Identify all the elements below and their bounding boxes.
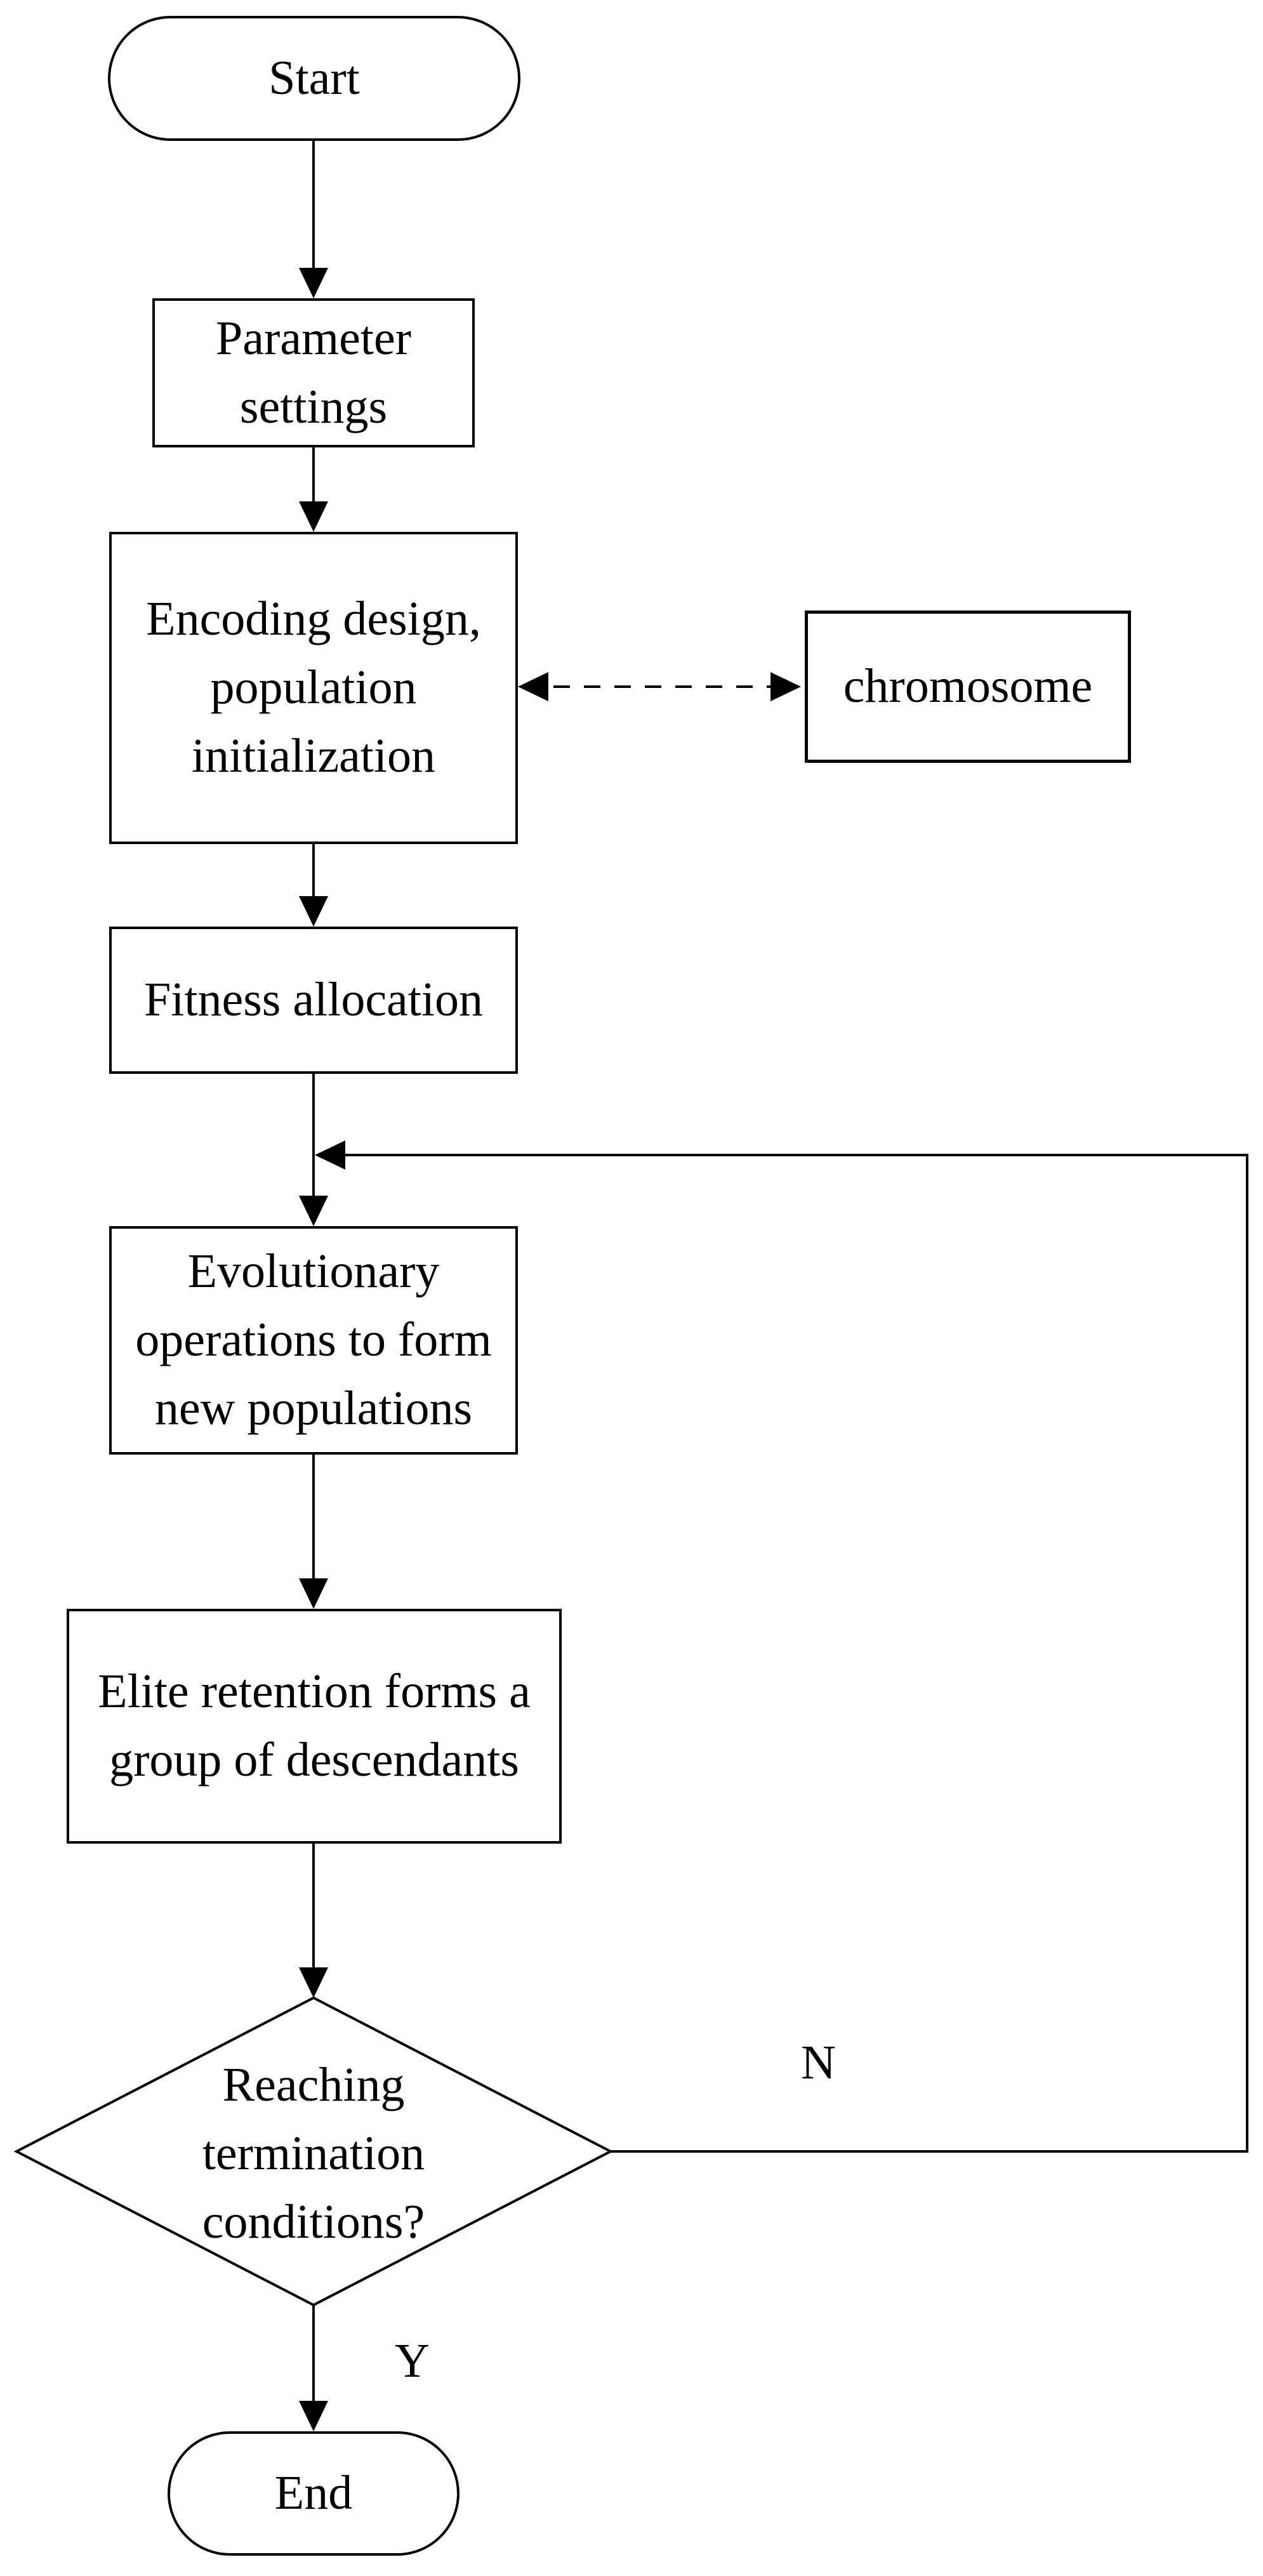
elite-retention-label: Elite retention forms a group of descend… <box>98 1665 531 1787</box>
loop-back-bottom-line <box>608 2150 1248 2153</box>
arrowhead-down-icon <box>299 1196 328 1226</box>
arrowhead-left-icon <box>315 1140 345 1170</box>
start-terminator: Start <box>108 16 520 141</box>
chromosome-box: chromosome <box>805 611 1131 763</box>
fitness-allocation-label: Fitness allocation <box>143 973 484 1027</box>
arrowhead-left-icon <box>518 672 548 701</box>
end-label: End <box>274 2466 353 2520</box>
start-label: Start <box>268 51 360 105</box>
arrowhead-down-icon <box>299 501 328 532</box>
dashed-connector-encoding-chromosome <box>553 685 770 688</box>
connector-evolutionary-to-elite <box>312 1455 315 1578</box>
parameter-settings-label: Parameter settings <box>215 311 412 433</box>
arrowhead-down-icon <box>299 896 328 927</box>
parameter-settings-box: Parameter settings <box>152 298 475 447</box>
chromosome-label: chromosome <box>843 659 1093 713</box>
yes-branch-label: Y <box>395 2334 430 2388</box>
evolutionary-operations-box: Evolutionary operations to form new popu… <box>109 1226 518 1455</box>
loop-back-right-line <box>1246 1154 1248 2153</box>
connector-start-to-parameter <box>312 141 315 268</box>
fitness-allocation-box: Fitness allocation <box>109 927 518 1074</box>
evolutionary-operations-label: Evolutionary operations to form new popu… <box>135 1245 492 1435</box>
encoding-label: Encoding design, population initializati… <box>146 592 481 783</box>
end-terminator: End <box>168 2431 460 2556</box>
arrowhead-down-icon <box>299 2401 328 2431</box>
arrowhead-down-icon <box>299 1578 328 1609</box>
arrowhead-down-icon <box>299 268 328 298</box>
encoding-box: Encoding design, population initializati… <box>109 532 518 844</box>
connector-elite-to-decision <box>312 1844 315 1967</box>
connector-parameter-to-encoding <box>312 447 315 501</box>
no-branch-label: N <box>801 2036 836 2089</box>
elite-retention-box: Elite retention forms a group of descend… <box>67 1609 562 1844</box>
arrowhead-down-icon <box>299 1967 328 1998</box>
arrowhead-right-icon <box>770 672 801 701</box>
connector-fitness-to-evolutionary <box>312 1074 315 1196</box>
decision-label: Reaching termination conditions? <box>202 2058 425 2249</box>
loop-back-top-line <box>343 1154 1248 1156</box>
connector-encoding-to-fitness <box>312 844 315 896</box>
connector-decision-to-end <box>312 2305 315 2401</box>
